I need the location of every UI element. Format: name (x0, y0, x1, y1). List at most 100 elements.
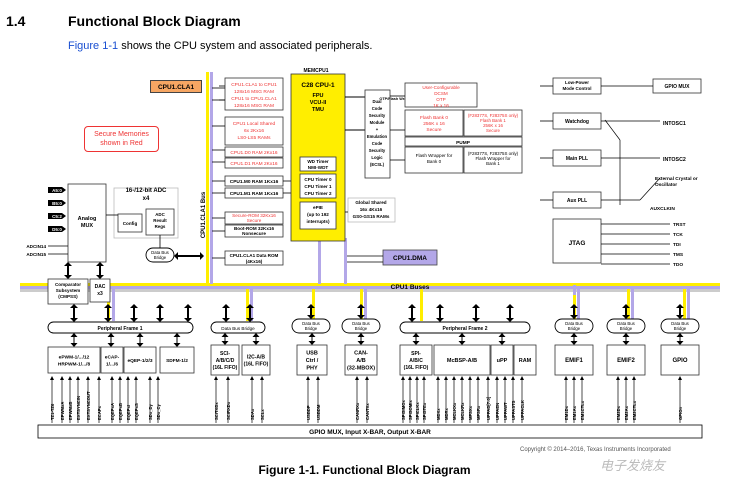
bridge-arrow (173, 333, 181, 347)
can-bridge-label: Data Bus (352, 321, 370, 326)
adc-config-label: Config (123, 221, 138, 226)
dac-label: x3 (97, 291, 103, 297)
connector-line (604, 119, 621, 141)
analog-channel-label: B5:0 (52, 201, 62, 206)
cpu1-bus-yellow (20, 283, 720, 286)
d0-ram (224, 146, 284, 158)
cmpss-label: Comparator (55, 282, 81, 287)
adcin-label: ADCIN14 (26, 244, 46, 249)
sci-block (210, 344, 240, 376)
emif1-pin-label: EM1Ax (572, 405, 577, 420)
bridge-arrow (570, 304, 578, 319)
pin-arrow (260, 376, 264, 380)
figure-link[interactable]: Figure 1-1 (68, 40, 119, 52)
adc-config (117, 213, 143, 233)
sci-block-label: (16L FIFO) (213, 365, 238, 371)
spi-block-label: (16L FIFO) (404, 365, 429, 371)
can-block-label: A/B (356, 358, 366, 364)
pin-arrow (86, 376, 90, 380)
pin-arrow (468, 376, 472, 380)
ecap-block (100, 346, 124, 374)
bus-drop (631, 289, 634, 321)
cpu-timer-label: CPU Timer 2 (304, 191, 332, 196)
sdfm-block-label: SDFM-1/2 (166, 358, 188, 364)
can-block-label: CAN- (354, 351, 368, 357)
pin-arrow (422, 376, 426, 380)
bridge-arrow (676, 333, 684, 345)
intosc2-label: INTOSC2 (663, 157, 686, 163)
bridge-arrow (70, 304, 78, 322)
pf1-pin-label: EQEPxA (110, 403, 115, 420)
local-shared-ram-label: LS0-LS5 RAMs (237, 135, 271, 141)
flash-bank0-label: 256K x 16 (423, 121, 445, 127)
global-shared-ram-label: GS0-GS15 RAMs (353, 214, 390, 219)
cpu-timer-label: CPU Timer 0 (304, 177, 332, 182)
pin-arrow (476, 376, 480, 380)
aux-pll-label: Aux PLL (567, 198, 587, 204)
epie-label: interrupts) (307, 219, 330, 224)
local-shared-ram-label: CPU1 Local Shared (233, 121, 276, 127)
flash-wrapper0 (404, 146, 464, 174)
usb-bridge-label: Bridge (305, 326, 318, 331)
dcsm-label: Emulation (367, 134, 388, 139)
bridge-arrow (130, 304, 138, 322)
analog-channel-label: C5:2 (52, 214, 62, 219)
flash-wrapper0-label: Bank 0 (427, 159, 442, 164)
bus-drop (250, 289, 253, 321)
pf1-pin-label: ECAPx (97, 405, 102, 420)
cla-msg-ram-label: 128x16 MSG RAM (234, 89, 274, 95)
gpio-mux-bar-label: GPIO MUX, Input X-BAR, Output X-BAR (309, 429, 431, 436)
eqep-block (123, 346, 157, 374)
pin-arrow (511, 376, 515, 380)
d1-ram-label: CPU1.D1 RAM 2Kx16 (230, 161, 278, 167)
bridge-arrow (472, 304, 480, 322)
pf2-pin-label: SPISTEx (422, 402, 427, 420)
m0-ram-label: CPU1.M0 RAM 1Kx16 (230, 179, 279, 185)
dma-bus-vertical (318, 217, 321, 284)
cla-msg-ram-label: CPU1 to CPU1.CLA1 (231, 96, 277, 102)
pin-arrow (444, 376, 448, 380)
cla-msg-ram (224, 77, 284, 111)
flash-wrapper1-label: Flash Wrapper for (475, 156, 511, 161)
pf1-pin-label: EQEPxS (134, 403, 139, 420)
analog-channel-arrow (48, 200, 66, 206)
spi-block-label: A/B/C (409, 358, 423, 364)
pf1-pin-label: EXTSYNCIN (76, 396, 81, 420)
peripheral-frame1-bridge (47, 321, 194, 334)
pin-arrow (250, 376, 254, 380)
connector-line (639, 177, 661, 201)
gpio-bridge-label: Bridge (674, 326, 687, 331)
analog-mux-label: MUX (81, 223, 94, 229)
pin-arrow (678, 376, 682, 380)
pin-arrow (50, 376, 54, 380)
pin-arrow (126, 376, 130, 380)
pf1-pin-label: TZ1-TZ6 (50, 403, 55, 420)
epwm-block-label: ePWM-1/.../12 (59, 355, 90, 361)
secure-rom-label: Secure (247, 218, 262, 223)
flash-bank0-label: Flash Bank 0 (420, 115, 448, 121)
jtag-pin-label: TDO (673, 262, 683, 268)
bridge-arrow (136, 333, 144, 347)
usb-block-label: PHY (306, 366, 318, 372)
bridge-arrow (506, 304, 514, 322)
pin-arrow (60, 376, 64, 380)
comm-pin-label: SCLx (260, 409, 265, 420)
bridge-arrow (622, 333, 630, 345)
pf1-pin-label: EQEPxB (118, 403, 123, 420)
epie-label: (up to 192 (307, 212, 329, 217)
cla-box: CPU1.CLA1 (150, 80, 202, 93)
pin-arrow (436, 376, 440, 380)
ecap-block-label: 1/.../6 (106, 361, 118, 367)
pin-arrow (306, 376, 310, 380)
copyright-text: Copyright © 2014–2016, Texas Instruments… (520, 447, 671, 453)
can-block-label: (32-MBOX) (347, 366, 375, 372)
emif1-pin-label: EM1CTLx (580, 400, 585, 420)
secure-memories-note: Secure Memories shown in Red (84, 126, 159, 152)
d1-ram (224, 157, 284, 169)
gpio-mux-top-label: GPIO MUX (664, 84, 690, 90)
pin-arrow (118, 376, 122, 380)
cpu-unit-label: TMU (312, 107, 324, 113)
dcsm-label: Security (369, 148, 386, 153)
comm-pin-label: USBDM (316, 404, 321, 420)
pf2-pin-label: SPICLKx (415, 402, 420, 420)
